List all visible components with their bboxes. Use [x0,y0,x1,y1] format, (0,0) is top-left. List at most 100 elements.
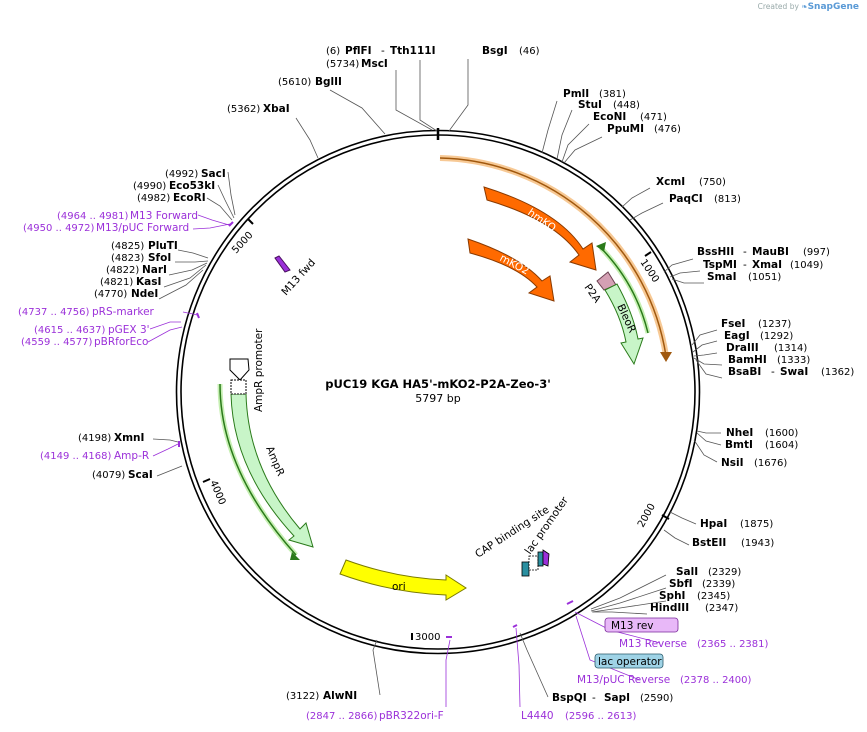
site-pos-sphi: (2345) [697,591,730,602]
site-eagi: EagI [724,330,750,342]
snapgene-credit: Created by ❧SnapGene [758,2,859,12]
site-bsteii: BstEII [692,537,726,549]
site-bsshii: BssHII [697,246,734,258]
tick-label: 3000 [415,632,440,643]
primer-amp-r: Amp-R [114,450,149,462]
site-pos-ecori: (4982) [137,193,170,204]
primer-pos-m13-puc-reverse: (2378 .. 2400) [680,675,752,686]
primer-m13-forward: M13 Forward [130,210,198,222]
site-tspmi: TspMI [703,259,737,271]
primer-pgex3: pGEX 3' [108,324,150,336]
site-pos-eco53ki: (4990) [133,181,166,192]
lac-operator-label: lac operator [598,656,662,668]
site-paqci: PaqCI [669,193,703,205]
credit-brand: SnapGene [807,2,859,12]
primer-l4440: L4440 [521,710,554,722]
site-hindiii: HindIII [650,602,689,614]
primer-pos-pgex3: (4615 .. 4637) [34,325,106,336]
site-pos-tspmi: (1049) [790,260,823,271]
site-pos-kasi: (4821) [100,277,133,288]
site-scai: ScaI [128,469,153,481]
site-nhei: NheI [726,427,753,439]
m13-rev-box[interactable] [604,617,679,633]
ori-label: ori [392,581,406,593]
site-pos-pflfi: (6) [326,46,340,57]
site-prefix-maubi: - [743,246,747,258]
site-pos-bmti: (1604) [765,440,798,451]
ampr-line-arrowhead [290,552,300,560]
bleor-line-arrowhead [596,242,606,252]
lac-operator-box[interactable] [594,653,664,669]
site-sali: SalI [676,566,698,578]
site-nsii: NsiI [721,457,744,469]
site-hpai: HpaI [700,518,727,530]
primer-pos-pbr322ori-f: (2847 .. 2866) [306,711,378,722]
site-pmli: PmlI [563,88,589,100]
site-pos-xmni: (4198) [78,433,111,444]
hmko-outer-line [439,157,667,357]
primer-prs-marker: pRS-marker [92,306,155,318]
site-swai: SwaI [780,366,808,378]
site-bamhi: BamHI [728,354,767,366]
site-pos-sbfi: (2339) [702,579,735,590]
primer-m13-reverse: M13 Reverse [619,638,687,650]
bleor-label: BleoR [614,302,638,335]
site-ndei: NdeI [131,288,158,300]
site-bsgi: BsgI [482,45,508,57]
site-pos-paqci: (813) [714,194,741,205]
primer-pos-l4440: (2596 .. 2613) [565,711,637,722]
site-pos-ndei: (4770) [94,289,127,300]
feature-lac-region[interactable]: CAP binding site lac promoter [473,494,571,577]
primer-pos-m13-forward: (4964 .. 4981) [57,211,129,222]
ampr-line [219,383,297,556]
site-prefix-swai: - [771,366,775,378]
site-pos-smai: (1051) [748,272,781,283]
primer-pos-m13-puc-forward: (4950 .. 4972) [23,223,95,234]
site-pluti: PluTI [148,240,178,252]
snapgene-logo-icon: ❧ [801,2,808,11]
site-saci: SacI [201,168,226,180]
primer-pos-prs-marker: (4737 .. 4756) [18,307,90,318]
site-bsabi: BsaBI [728,366,761,378]
site-pos-pmli: (381) [599,89,626,100]
site-ppumi: PpuMI [607,123,644,135]
site-pos-bsabi: (1362) [821,367,854,378]
site-alwni: AlwNI [323,690,357,702]
site-pflfi: PflFI [345,45,372,57]
tick-label: 5000 [230,230,255,256]
site-pos-bsgi: (46) [519,46,540,57]
site-prefix-sapi: - [592,692,596,704]
tick-label: 2000 [636,502,658,530]
hmko-outer-arrowhead [660,352,672,362]
tick-3000: 3000 [411,632,440,643]
site-msci: MscI [361,58,388,70]
site-maubi: MauBI [752,246,789,258]
feature-ori[interactable]: ori [339,559,467,601]
site-pos-sfoi: (4823) [111,253,144,264]
site-xmni: XmnI [114,432,144,444]
feature-m13-fwd[interactable]: M13 fwd [274,255,318,298]
m13-rev-label: M13 rev [611,620,654,632]
leader-lines [152,59,723,698]
site-pos-scai: (4079) [92,470,125,481]
site-sapi: SapI [604,692,630,704]
feature-ampr-promoter[interactable]: AmpR promoter [229,328,265,412]
site-bglii: BglII [315,76,342,88]
hmko-label: hmKO [525,207,558,235]
site-eco53ki: Eco53kI [169,180,215,192]
primer-marks [178,221,574,638]
site-pos-saci: (4992) [165,169,198,180]
site-pos-draiii: (1314) [774,343,807,354]
credit-prefix: Created by [757,2,799,11]
site-bspqi: BspQI [552,692,587,704]
primer-pos-pbrforeco: (4559 .. 4577) [21,337,93,348]
feature-mko2[interactable]: mKO2 [467,238,555,302]
primer-pos-m13-reverse: (2365 .. 2381) [697,639,769,650]
site-smai: SmaI [707,271,737,283]
site-pos-pluti: (4825) [111,241,144,252]
site-bmti: BmtI [725,439,753,451]
site-prefix-xmai: - [743,259,747,271]
site-sbfi: SbfI [669,578,693,590]
site-pos-bamhi: (1333) [777,355,810,366]
tick-2000: 2000 [636,502,670,530]
